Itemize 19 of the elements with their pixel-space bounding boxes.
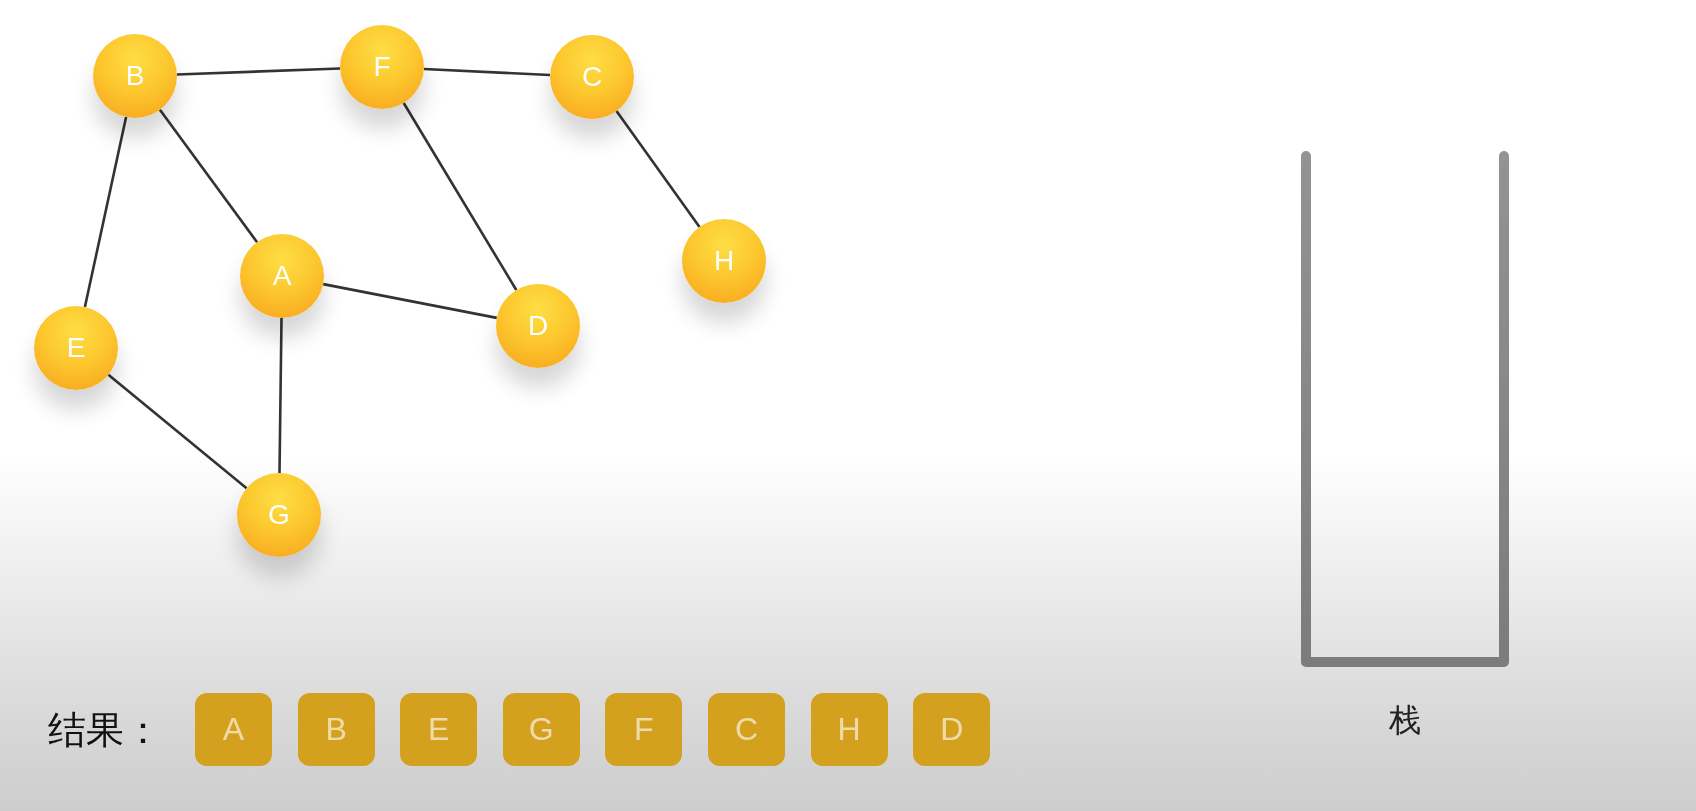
result-tile: E [400, 693, 478, 766]
edge-line [83, 116, 128, 308]
result-tile: A [195, 693, 272, 766]
result-tile: C [708, 693, 785, 766]
edge-line [176, 67, 341, 76]
edge-line [278, 318, 283, 473]
edge-line [615, 110, 701, 228]
edge-line [107, 373, 248, 490]
result-tile: H [810, 693, 888, 766]
edge-line [322, 282, 498, 320]
result-tile: F [605, 693, 683, 766]
stack-label: 栈 [1388, 704, 1422, 736]
result-tile: G [502, 693, 580, 766]
result-tile: D [913, 693, 991, 766]
result-tile: B [297, 693, 375, 766]
edge-line [158, 109, 259, 243]
result-heading: 结果： [48, 711, 162, 749]
edge-line [423, 67, 551, 77]
edge-line [402, 102, 518, 291]
